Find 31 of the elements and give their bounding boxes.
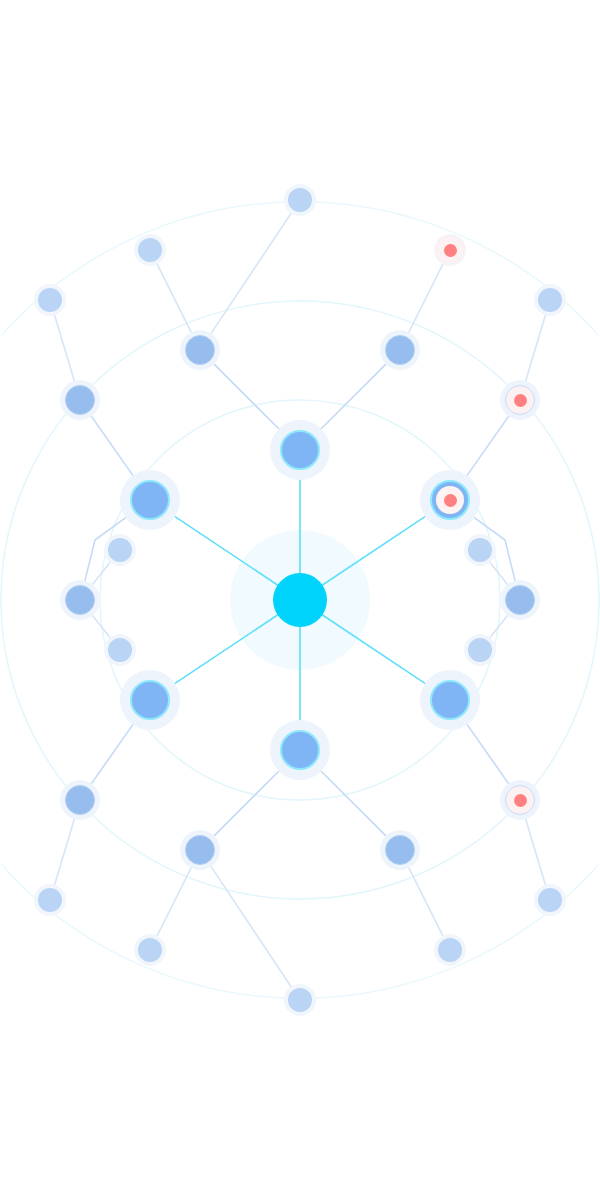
connector-line: [408, 867, 444, 937]
connector-line: [320, 770, 387, 837]
connector-line: [299, 479, 301, 574]
connector-line: [210, 212, 292, 335]
connector-line: [174, 515, 279, 586]
connector-line: [91, 561, 111, 586]
connector-line: [299, 626, 301, 721]
connector-line: [489, 561, 509, 586]
connector-line: [210, 865, 292, 988]
connector-line: [174, 614, 279, 685]
connector-line: [320, 363, 387, 430]
connector-line: [213, 770, 280, 837]
connector-line: [524, 314, 547, 382]
connector-line: [321, 515, 426, 586]
connector-line: [489, 614, 509, 639]
connector-line: [53, 818, 76, 886]
connector-line: [524, 818, 547, 886]
alert-node-circle: [434, 234, 466, 266]
connector-line: [156, 263, 192, 333]
connector-line: [90, 723, 134, 785]
connector-line: [84, 516, 127, 582]
connector-line: [91, 614, 111, 639]
connector-line: [466, 723, 510, 785]
connector-line: [213, 363, 280, 430]
connector-line: [90, 415, 134, 477]
connector-line: [321, 614, 426, 685]
connector-line: [156, 867, 192, 937]
connector-line: [53, 314, 76, 382]
connector-line: [466, 415, 510, 477]
connector-line: [473, 516, 516, 582]
connector-line: [408, 263, 444, 333]
